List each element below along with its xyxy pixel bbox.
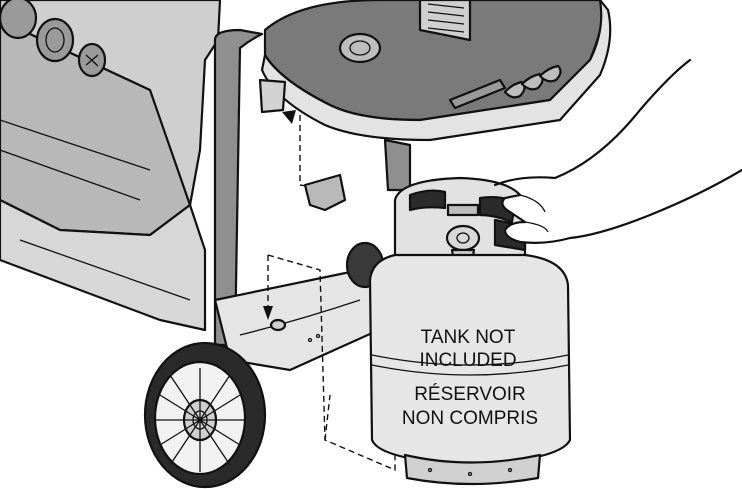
propane-tank: TANK NOT INCLUDED RÉSERVOIR NON COMPRIS: [368, 176, 572, 486]
tank-label-line3: RÉSERVOIR: [414, 384, 526, 405]
tank-label-line4: NON COMPRIS: [402, 408, 538, 429]
hand: [493, 58, 742, 244]
arrow-icon: [282, 110, 296, 124]
knob-icon: [0, 0, 38, 40]
arrow-icon: [263, 306, 273, 320]
tank-bracket: [258, 78, 347, 212]
tank-label-line1: TANK NOT: [421, 327, 516, 348]
grill-body: [0, 0, 222, 332]
control-knobs: [0, 0, 107, 78]
cart-frame: [213, 28, 422, 372]
cart-wheel: [143, 341, 267, 489]
side-burner-icon: [338, 32, 382, 64]
side-shelf: [260, 0, 612, 142]
tank-label-line2: INCLUDED: [419, 350, 516, 371]
knob-icon: [35, 17, 75, 63]
